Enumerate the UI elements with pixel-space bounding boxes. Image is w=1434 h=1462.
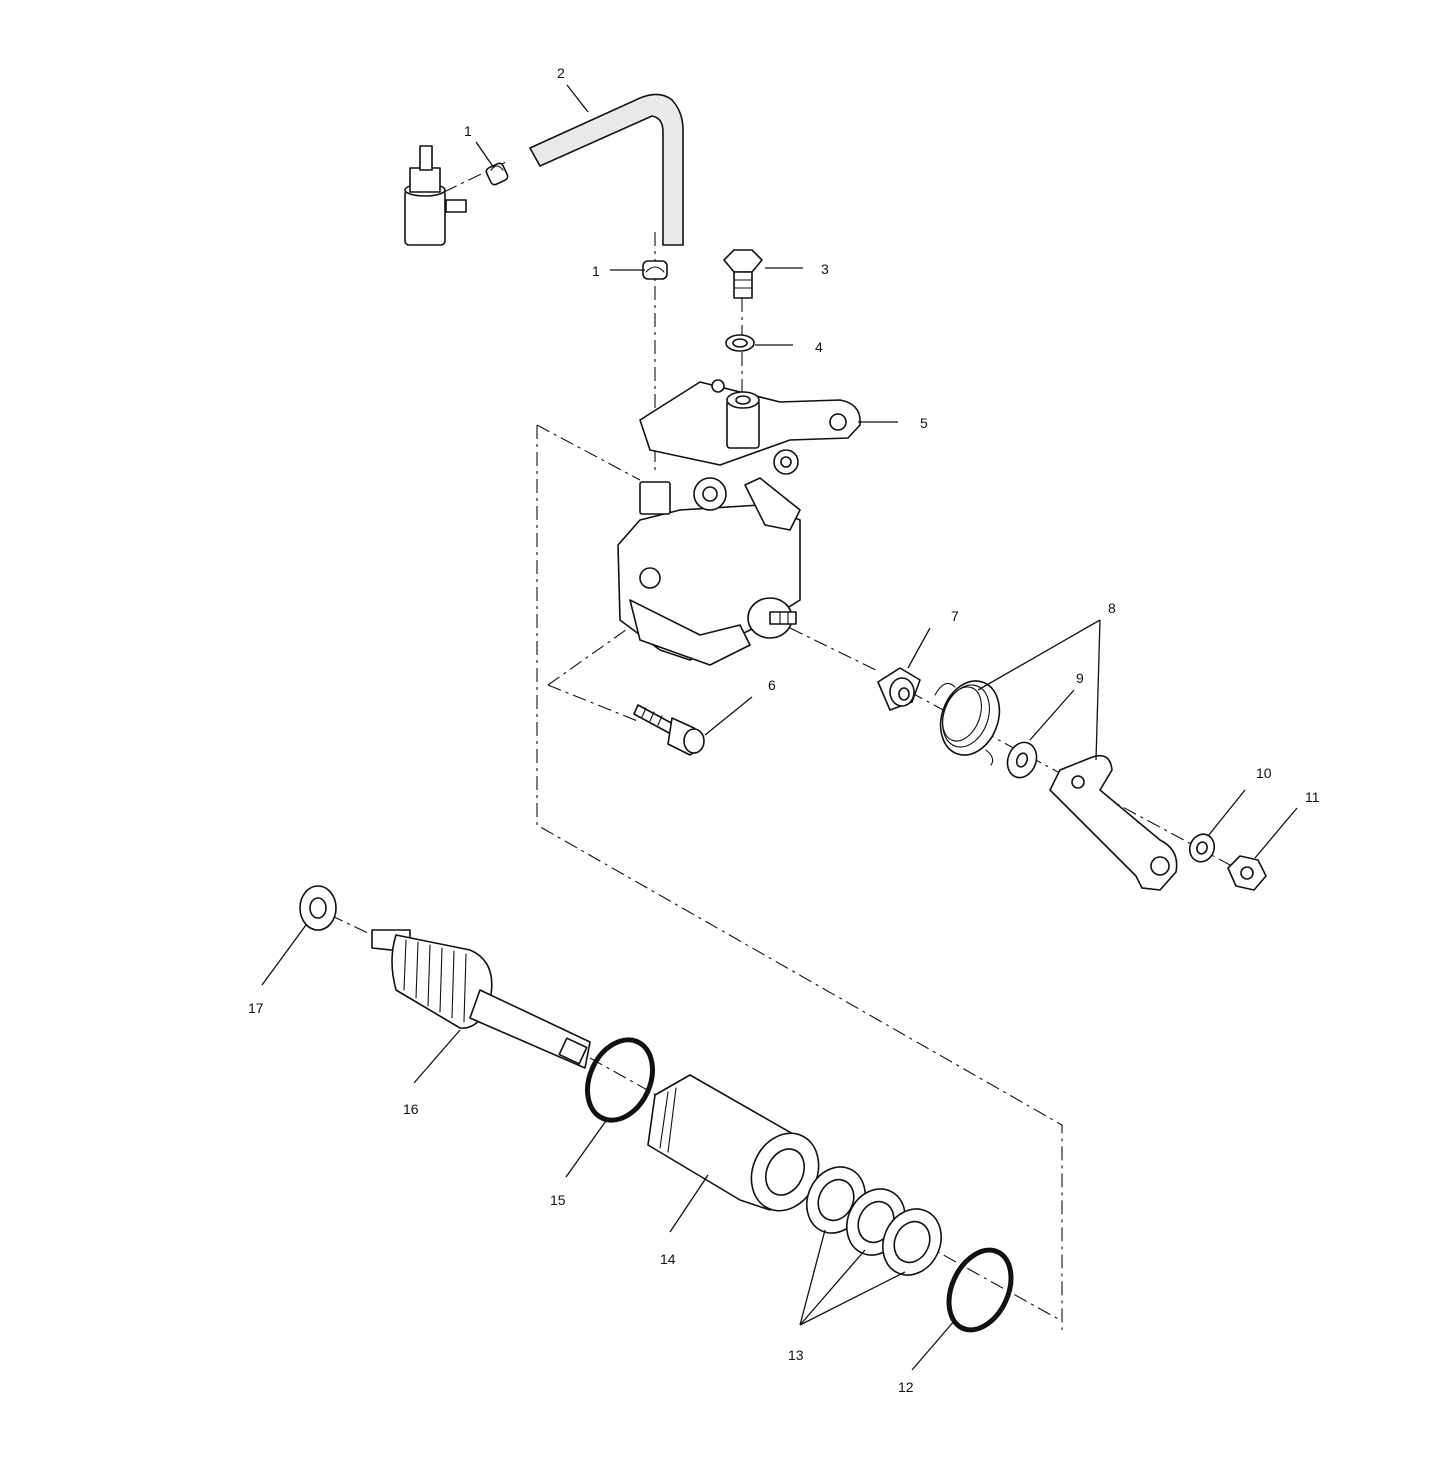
sealing-washer — [725, 334, 755, 352]
mounting-screw — [633, 704, 705, 756]
callout-5: 5 — [920, 415, 928, 431]
callout-13: 13 — [788, 1347, 804, 1363]
flat-washer — [1006, 741, 1038, 779]
callout-6: 6 — [768, 677, 776, 693]
bleed-screw — [723, 249, 763, 299]
drive-gear-shaft — [371, 929, 591, 1069]
lock-washer — [1188, 833, 1216, 863]
callout-10: 10 — [1256, 765, 1272, 781]
callout-15: 15 — [550, 1192, 566, 1208]
callout-1-upper: 1 — [464, 123, 472, 139]
oil-nozzle-fitting — [404, 145, 467, 246]
callout-3: 3 — [821, 261, 829, 277]
callout-7: 7 — [951, 608, 959, 624]
hose-clamp-upper — [485, 162, 509, 186]
callout-12: 12 — [898, 1379, 914, 1395]
hose-clamp-lower — [642, 260, 668, 280]
callout-labels: 1 1 2 3 4 5 6 7 8 9 10 11 12 13 14 15 16… — [248, 65, 1320, 1395]
retaining-ring-12 — [946, 1247, 1014, 1333]
callout-16: 16 — [403, 1101, 419, 1117]
callout-1-lower: 1 — [592, 263, 600, 279]
retaining-ring-15 — [585, 1037, 655, 1123]
pump-sleeve — [647, 1074, 820, 1212]
thrust-washer — [299, 885, 337, 931]
return-spring — [934, 680, 1001, 766]
shim-washers — [806, 1166, 942, 1276]
callout-14: 14 — [660, 1251, 676, 1267]
callout-17: 17 — [248, 1000, 264, 1016]
oil-hose — [528, 93, 684, 246]
hex-nut — [1227, 855, 1267, 891]
assembly-frame — [536, 424, 1063, 1330]
callout-9: 9 — [1076, 670, 1084, 686]
oil-pump-body — [617, 379, 861, 666]
spacer-collar — [877, 667, 921, 711]
callout-4: 4 — [815, 339, 823, 355]
leader-lines — [261, 84, 1298, 1371]
control-lever — [1049, 754, 1178, 891]
callout-8: 8 — [1108, 600, 1116, 616]
callout-11: 11 — [1305, 789, 1320, 805]
callout-2: 2 — [557, 65, 565, 81]
